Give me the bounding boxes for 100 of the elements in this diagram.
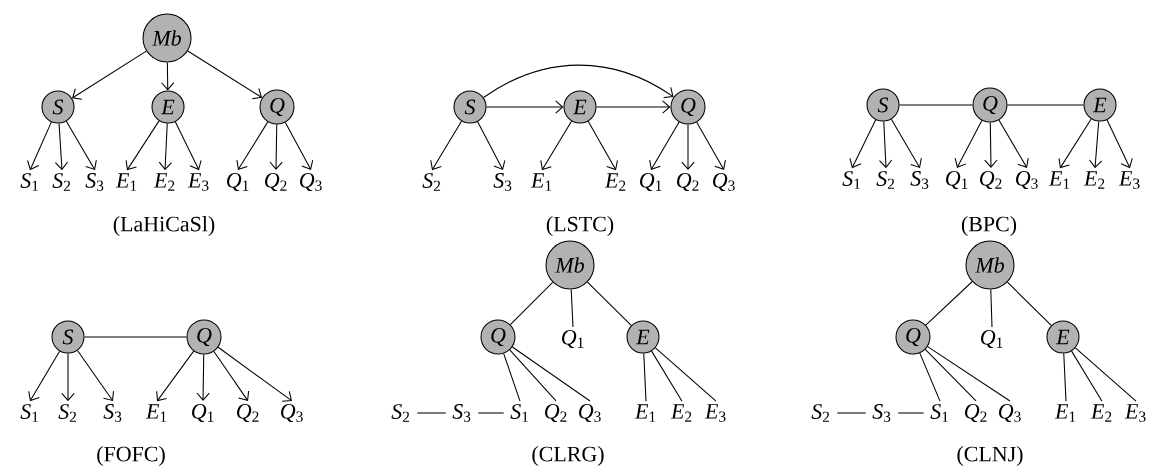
variable-label: E$_{2}$: [604, 173, 626, 191]
connector-line: [897, 412, 925, 414]
arrow: [849, 119, 877, 169]
connector-line: [416, 412, 447, 414]
circle-node: Q: [259, 89, 295, 125]
variable-label: E$_{3}$: [1124, 404, 1146, 422]
circle-node: Q: [670, 89, 706, 125]
variable-label: S$_{3}$: [872, 404, 891, 422]
variable-label: S$_{3}$: [910, 171, 929, 189]
variable-label: Q$_{3}$: [713, 172, 735, 192]
connector-line: [836, 412, 867, 414]
variable-label: E$_{2}$: [1083, 171, 1105, 189]
circle-node: Q: [972, 87, 1008, 123]
arrow: [878, 120, 893, 169]
connector-line: [1006, 281, 1052, 326]
variable-label: E$_{1}$: [145, 404, 167, 422]
circle-node: E: [626, 320, 660, 354]
variable-label: Q$_{3}$: [300, 172, 322, 192]
arrow: [71, 50, 147, 100]
arrow: [284, 121, 314, 170]
variable-label: S$_{2}$: [811, 404, 830, 422]
variable-label: Q$_{2}$: [980, 170, 1002, 190]
circle-node: Mb: [142, 13, 192, 63]
arrow: [1088, 120, 1103, 169]
arrow: [187, 50, 263, 100]
variable-label: E$_{3}$: [1118, 171, 1140, 189]
variable-label: S$_{1}$: [930, 404, 948, 422]
variable-label: Q$_{1}$: [981, 329, 1003, 349]
arrow: [161, 62, 175, 91]
caption: (CLRG): [532, 446, 604, 466]
variable-label: S$_{2}$: [58, 404, 77, 422]
arrow: [984, 122, 998, 168]
variable-label: Q$_{3}$: [999, 403, 1021, 423]
arrow: [269, 124, 283, 170]
circle-node: E: [563, 90, 597, 124]
circle-node: E: [1083, 88, 1117, 122]
connector-line: [1063, 352, 1067, 402]
circle-node: Q: [480, 319, 516, 355]
circle-node: S: [51, 320, 85, 354]
variable-label: Q$_{3}$: [579, 403, 601, 423]
arrow: [596, 100, 671, 114]
connector-line: [509, 349, 557, 402]
variable-label: E$_{2}$: [153, 173, 175, 191]
variable-label: S$_{2}$: [391, 404, 410, 422]
arrow: [217, 346, 292, 402]
variable-label: Q$_{2}$: [265, 172, 287, 192]
variable-label: S$_{3}$: [85, 173, 104, 191]
connector-line: [511, 346, 591, 402]
caption: (LaHiCaSl): [113, 216, 215, 236]
circle-node: S: [453, 90, 487, 124]
circle-node: Mb: [965, 240, 1015, 290]
variable-label: E$_{3}$: [187, 173, 209, 191]
connector-line: [924, 348, 977, 402]
variable-label: S$_{3}$: [103, 404, 122, 422]
connector-line: [586, 281, 632, 326]
variable-label: Q$_{1}$: [562, 329, 584, 349]
arrow: [890, 118, 922, 169]
connector-line: [503, 353, 521, 402]
arrow: [213, 350, 250, 401]
variable-label: S$_{2}$: [422, 173, 441, 191]
variable-label: S$_{1}$: [510, 404, 528, 422]
arrow: [236, 121, 269, 170]
connector-line: [1071, 350, 1103, 402]
connector-line: [509, 281, 554, 326]
arrow: [156, 350, 195, 402]
variable-label: E$_{1}$: [1054, 404, 1076, 422]
connector-line: [1007, 104, 1084, 106]
variable-label: Q$_{2}$: [677, 172, 699, 192]
arrow: [77, 350, 115, 402]
arrow: [540, 120, 572, 171]
connector-line: [919, 352, 941, 402]
variable-label: S$_{2}$: [876, 171, 895, 189]
variable-label: Q$_{3}$: [281, 403, 303, 423]
connector-line: [654, 347, 717, 402]
arrow: [430, 120, 462, 171]
variable-label: Q$_{1}$: [192, 403, 214, 423]
connector-line: [651, 350, 683, 402]
variable-label: S$_{2}$: [52, 173, 71, 191]
arrow: [954, 120, 983, 168]
variable-label: Q$_{1}$: [227, 172, 249, 192]
connector-line: [570, 288, 574, 328]
variable-label: E$_{1}$: [115, 173, 137, 191]
variable-label: Q$_{2}$: [965, 403, 987, 423]
variable-label: S$_{3}$: [452, 404, 471, 422]
arrow: [998, 119, 1029, 168]
variable-label: S$_{3}$: [493, 173, 512, 191]
circle-node: S: [41, 90, 75, 124]
variable-label: E$_{2}$: [1090, 404, 1112, 422]
variable-label: E$_{1}$: [634, 404, 656, 422]
connector-line: [1074, 347, 1137, 402]
connector-line: [899, 104, 973, 106]
variable-label: Q$_{1}$: [946, 170, 968, 190]
arrow: [1106, 119, 1133, 169]
circle-node: S: [866, 88, 900, 122]
variable-label: Q$_{3}$: [1016, 170, 1038, 190]
circle-node: E: [1046, 320, 1080, 354]
arrow: [61, 353, 75, 402]
arrow: [486, 100, 564, 114]
variable-label: E$_{2}$: [670, 404, 692, 422]
arrow: [65, 120, 97, 171]
